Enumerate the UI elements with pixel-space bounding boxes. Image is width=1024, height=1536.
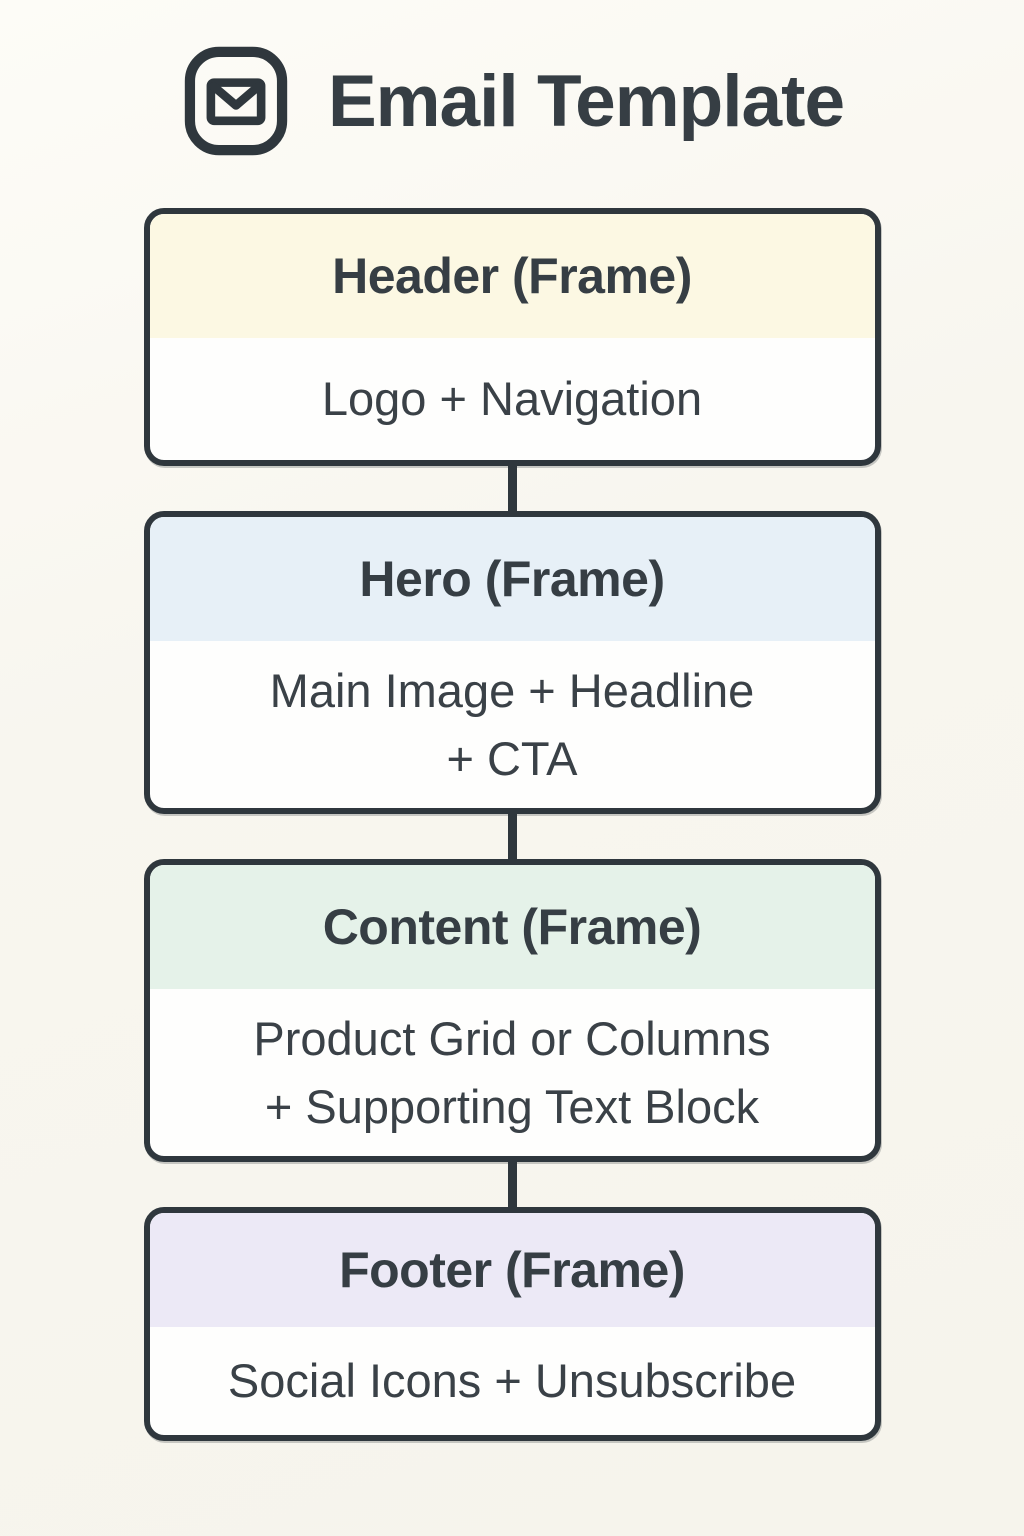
header-frame-band: Header (Frame) bbox=[149, 214, 875, 338]
header-frame-body-text: Logo + Navigation bbox=[321, 372, 703, 426]
header-frame-body: Logo + Navigation bbox=[150, 338, 875, 460]
connector-line bbox=[507, 466, 517, 511]
connector-line bbox=[507, 1162, 517, 1207]
hero-frame-title: Hero (Frame) bbox=[359, 551, 665, 607]
content-frame-band: Content (Frame) bbox=[149, 865, 875, 989]
diagram-header: Email Template bbox=[180, 44, 845, 158]
content-frame-body: Product Grid or Columns + Supporting Tex… bbox=[150, 989, 875, 1156]
hero-frame-body-text: Main Image + Headline + CTA bbox=[269, 664, 755, 785]
frame-stack: Header (Frame) Logo + Navigation Hero (F… bbox=[143, 208, 881, 1441]
footer-frame-body: Social Icons + Unsubscribe bbox=[150, 1327, 875, 1435]
connector-line bbox=[507, 814, 517, 859]
header-frame-title: Header (Frame) bbox=[332, 248, 692, 304]
page-title: Email Template bbox=[327, 60, 845, 142]
content-frame-title: Content (Frame) bbox=[322, 899, 702, 955]
email-envelope-icon bbox=[184, 46, 288, 156]
footer-frame-band: Footer (Frame) bbox=[149, 1213, 875, 1327]
content-frame-box: Content (Frame) Product Grid or Columns … bbox=[143, 859, 881, 1162]
hero-frame-body: Main Image + Headline + CTA bbox=[150, 641, 875, 808]
footer-frame-box: Footer (Frame) Social Icons + Unsubscrib… bbox=[143, 1207, 881, 1441]
header-frame-box: Header (Frame) Logo + Navigation bbox=[143, 208, 881, 466]
content-frame-body-text: Product Grid or Columns + Supporting Tex… bbox=[253, 1012, 771, 1133]
footer-frame-body-text: Social Icons + Unsubscribe bbox=[227, 1354, 797, 1408]
hero-frame-box: Hero (Frame) Main Image + Headline + CTA bbox=[143, 511, 881, 814]
hero-frame-band: Hero (Frame) bbox=[149, 517, 875, 641]
footer-frame-title: Footer (Frame) bbox=[339, 1242, 685, 1298]
